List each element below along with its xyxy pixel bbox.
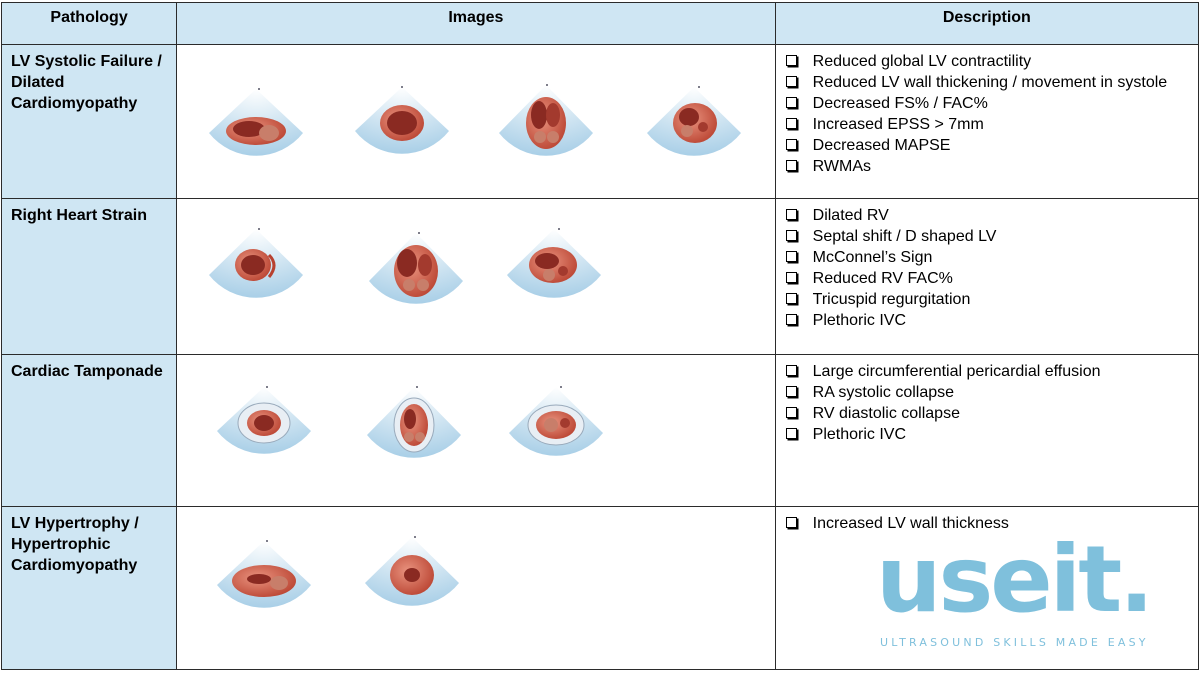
checkbox-bullet-icon bbox=[785, 251, 797, 262]
images-cell bbox=[176, 506, 776, 670]
list-item: Decreased FS% / FAC% bbox=[785, 93, 1198, 114]
pathology-name: LV Hypertrophy / Hypertrophic Cardiomyop… bbox=[0, 506, 178, 670]
list-item: Dilated RV bbox=[785, 205, 1198, 226]
list-item: Reduced global LV contractility bbox=[785, 51, 1198, 72]
echo-subcostal-effusion-image bbox=[509, 386, 604, 456]
list-item: Large circumferential pericardial effusi… bbox=[785, 361, 1198, 382]
checkbox-bullet-icon bbox=[785, 272, 797, 283]
images-cell bbox=[176, 198, 776, 355]
checkbox-bullet-icon bbox=[785, 517, 797, 528]
pathology-name: Right Heart Strain bbox=[0, 198, 178, 355]
checkbox-bullet-icon bbox=[785, 428, 797, 439]
echo-short-axis-effusion-image bbox=[217, 386, 312, 454]
checkbox-bullet-icon bbox=[785, 314, 797, 325]
table-row: Right Heart Strain bbox=[0, 198, 1200, 355]
pathology-name: Cardiac Tamponade bbox=[0, 354, 178, 507]
images-cell bbox=[176, 354, 776, 507]
logo-tagline: ULTRASOUND SKILLS MADE EASY bbox=[880, 636, 1149, 649]
list-item: RA systolic collapse bbox=[785, 382, 1198, 403]
list-item: Plethoric IVC bbox=[785, 310, 1198, 331]
checkbox-bullet-icon bbox=[785, 139, 797, 150]
list-item: Decreased MAPSE bbox=[785, 135, 1198, 156]
table-row: LV Hypertrophy / Hypertrophic Cardiomyop… bbox=[0, 506, 1200, 670]
checkbox-bullet-icon bbox=[785, 160, 797, 171]
useit-logo: useit. ULTRASOUND SKILLS MADE EASY bbox=[876, 530, 1176, 655]
list-item: Increased EPSS > 7mm bbox=[785, 114, 1198, 135]
checkbox-bullet-icon bbox=[785, 407, 797, 418]
images-cell bbox=[176, 44, 776, 199]
list-item: Reduced RV FAC% bbox=[785, 268, 1198, 289]
table-row: Cardiac Tamponade bbox=[0, 354, 1200, 507]
checkbox-bullet-icon bbox=[785, 230, 797, 241]
description-cell: Large circumferential pericardial effusi… bbox=[774, 354, 1200, 507]
checkbox-bullet-icon bbox=[785, 118, 797, 129]
echo-subcostal-image bbox=[507, 228, 602, 298]
list-item: Septal shift / D shaped LV bbox=[785, 226, 1198, 247]
echo-parasternal-long-axis-image bbox=[217, 540, 312, 608]
checkbox-bullet-icon bbox=[785, 386, 797, 397]
echo-short-axis-image bbox=[365, 536, 460, 606]
echo-short-axis-image bbox=[355, 86, 450, 154]
checkbox-bullet-icon bbox=[785, 76, 797, 87]
header-images: Images bbox=[176, 2, 776, 45]
description-cell: Increased LV wall thickness bbox=[774, 506, 1200, 670]
description-cell: Dilated RV Septal shift / D shaped LV Mc… bbox=[774, 198, 1200, 355]
echo-apical-four-chamber-image bbox=[499, 84, 594, 156]
list-item: RWMAs bbox=[785, 156, 1198, 177]
list-item: Reduced LV wall thickening / movement in… bbox=[785, 72, 1198, 93]
checkbox-bullet-icon bbox=[785, 97, 797, 108]
list-item: Plethoric IVC bbox=[785, 424, 1198, 445]
echo-short-axis-image bbox=[209, 228, 304, 298]
echo-parasternal-long-axis-image bbox=[209, 88, 304, 156]
checkbox-bullet-icon bbox=[785, 209, 797, 220]
echo-apical-four-chamber-image bbox=[369, 232, 464, 304]
list-item: RV diastolic collapse bbox=[785, 403, 1198, 424]
checkbox-bullet-icon bbox=[785, 365, 797, 376]
list-item: Tricuspid regurgitation bbox=[785, 289, 1198, 310]
checkbox-bullet-icon bbox=[785, 55, 797, 66]
echo-apical-effusion-image bbox=[367, 386, 462, 458]
pathology-name: LV Systolic Failure / Dilated Cardiomyop… bbox=[0, 44, 178, 199]
list-item: McConnel’s Sign bbox=[785, 247, 1198, 268]
list-item: Increased LV wall thickness bbox=[785, 513, 1198, 534]
logo-wordmark: useit. bbox=[876, 526, 1154, 633]
table-row: LV Systolic Failure / Dilated Cardiomyop… bbox=[0, 44, 1200, 199]
checkbox-bullet-icon bbox=[785, 293, 797, 304]
header-description: Description bbox=[774, 2, 1200, 45]
header-pathology: Pathology bbox=[0, 2, 178, 45]
description-cell: Reduced global LV contractility Reduced … bbox=[774, 44, 1200, 199]
echo-subcostal-image bbox=[647, 86, 742, 156]
